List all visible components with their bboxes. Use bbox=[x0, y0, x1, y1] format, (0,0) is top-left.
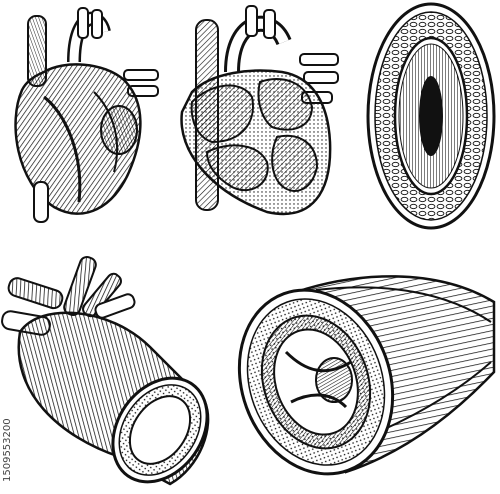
artery-muscle-section-illustration bbox=[237, 275, 496, 476]
heart-cross-section-illustration bbox=[180, 5, 339, 216]
heart-exterior-illustration bbox=[14, 7, 159, 223]
blood-vessel-ring-illustration bbox=[366, 2, 496, 230]
stock-id-label: 1509553200 bbox=[2, 418, 13, 482]
aorta-arch-section-illustration bbox=[1, 256, 210, 486]
